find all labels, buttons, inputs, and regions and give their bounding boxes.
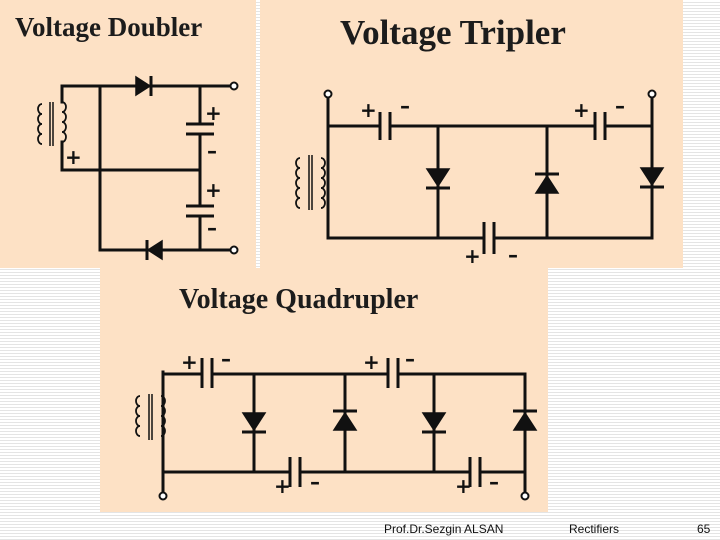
tripler-output-terminal-left [323, 89, 333, 99]
polarity-plus: + [274, 474, 291, 498]
tripler-circuit: + – + – + – [295, 89, 665, 268]
tripler-left-rail [326, 95, 486, 240]
tripler-capacitor-1 [378, 112, 392, 140]
doubler-diode-bottom [145, 239, 163, 261]
doubler-title: Voltage Doubler [15, 12, 203, 42]
doubler-capacitor-top [186, 122, 214, 136]
tripler-secondary-coil [320, 157, 326, 209]
polarity-plus: + [181, 350, 198, 374]
polarity-minus: – [400, 94, 410, 118]
footer-author: Prof.Dr.Sezgin ALSAN [384, 522, 504, 536]
doubler-secondary-coil [61, 101, 67, 143]
doubler-transformer [37, 101, 67, 146]
quadrupler-title: Voltage Quadrupler [179, 284, 419, 315]
tripler-diode-3 [639, 167, 665, 189]
polarity-plus: + [363, 350, 380, 374]
quadrupler-capacitor-2 [386, 358, 400, 388]
tripler-transformer [295, 155, 326, 210]
polarity-plus: + [455, 474, 472, 498]
polarity-plus: + [573, 98, 590, 122]
quadrupler-top-wire-c [396, 372, 527, 474]
quadrupler-output-terminal-right [520, 491, 530, 501]
polarity-minus: – [508, 243, 518, 267]
doubler-output-terminal-bottom [229, 245, 239, 255]
polarity-minus: – [221, 347, 231, 371]
polarity-minus: – [489, 470, 499, 494]
polarity-plus: + [205, 178, 222, 202]
quadrupler-diode-4 [512, 409, 538, 431]
polarity-minus: – [405, 347, 415, 371]
quadrupler-capacitor-4 [468, 457, 482, 487]
polarity-plus: + [65, 145, 82, 169]
tripler-capacitor-2 [593, 112, 607, 140]
quadrupler-circuit: + – + – + – + – [135, 347, 538, 501]
voltage-doubler-panel: Voltage Doubler [0, 0, 256, 268]
polarity-minus: – [207, 216, 217, 240]
quadrupler-output-terminal-left [158, 491, 168, 501]
doubler-circuit: + – + – + [37, 75, 239, 261]
voltage-quadrupler-panel: Voltage Quadrupler [100, 268, 548, 512]
tripler-diode-1 [425, 168, 451, 190]
doubler-capacitor-bottom [186, 204, 214, 218]
doubler-diode-top [135, 75, 153, 97]
polarity-plus: + [464, 244, 481, 268]
polarity-plus: + [205, 101, 222, 125]
quadrupler-capacitor-1 [200, 358, 214, 388]
voltage-tripler-panel: Voltage Tripler [260, 0, 683, 268]
quadrupler-capacitor-3 [288, 457, 302, 487]
quadrupler-transformer [135, 394, 166, 440]
footer-topic: Rectifiers [569, 522, 620, 536]
quadrupler-primary-coil [135, 395, 141, 437]
polarity-minus: – [615, 94, 625, 118]
polarity-minus: – [310, 470, 320, 494]
quadrupler-diode-1 [241, 412, 267, 434]
tripler-output-terminal-right [647, 89, 657, 99]
doubler-output-terminal-top [229, 81, 239, 91]
polarity-minus: – [207, 139, 217, 163]
quadrupler-diode-2 [332, 409, 358, 431]
tripler-top-wire-c [603, 95, 654, 128]
tripler-primary-coil [295, 157, 301, 209]
tripler-diode-2 [534, 172, 560, 194]
doubler-mid-wire [60, 140, 202, 172]
tripler-title: Voltage Tripler [340, 13, 566, 52]
footer-page-number: 65 [697, 522, 711, 536]
polarity-plus: + [360, 98, 377, 122]
tripler-bottom-wire [492, 124, 654, 240]
quadrupler-diode-3 [421, 412, 447, 434]
doubler-primary-coil [37, 103, 43, 145]
tripler-capacitor-3 [482, 222, 496, 254]
